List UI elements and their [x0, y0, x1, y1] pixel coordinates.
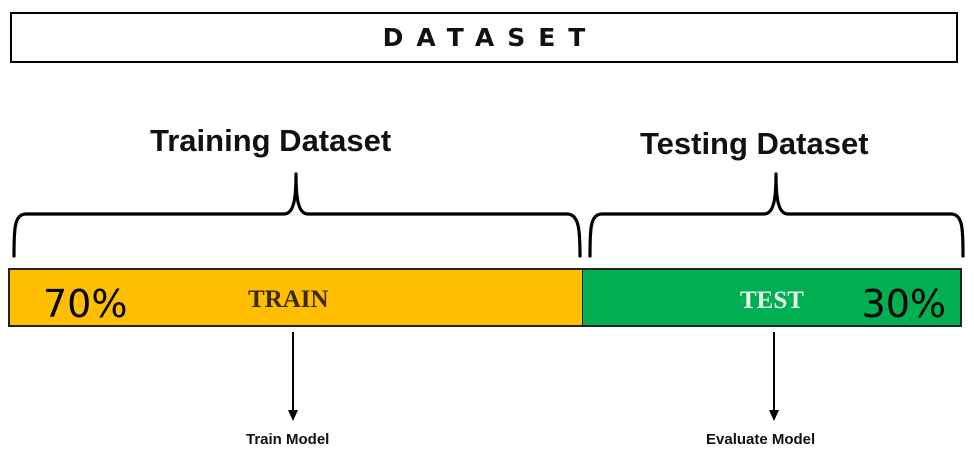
- train-bar-label: TRAIN: [248, 286, 329, 313]
- evaluate-model-label: Evaluate Model: [706, 431, 816, 448]
- dataset-header-box: DATASET: [10, 12, 958, 63]
- test-bar-label: TEST: [740, 287, 804, 314]
- training-section-title: Training Dataset: [150, 123, 392, 158]
- testing-section-title: Testing Dataset: [640, 126, 869, 161]
- train-arrow: [288, 332, 298, 421]
- test-percentage: 30%: [861, 282, 946, 326]
- train-bar: 70% TRAIN: [8, 268, 583, 327]
- training-brace: [12, 172, 582, 258]
- testing-brace: [588, 172, 965, 258]
- train-percentage: 70%: [43, 282, 128, 326]
- evaluate-arrow: [769, 332, 779, 421]
- braces-layer: [12, 172, 965, 258]
- test-bar: TEST 30%: [582, 268, 962, 327]
- train-model-label: Train Model: [246, 431, 330, 448]
- dataset-title: DATASET: [382, 23, 599, 52]
- arrows-layer: [288, 332, 779, 421]
